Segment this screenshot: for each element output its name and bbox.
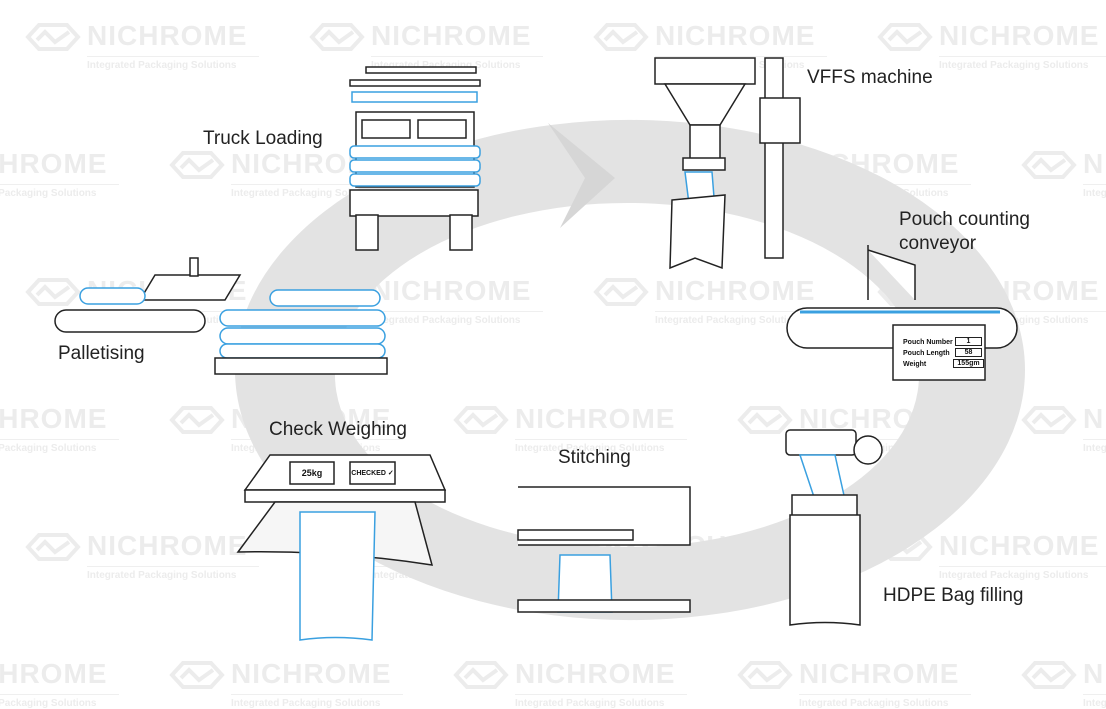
process-cycle-ring	[234, 119, 1025, 621]
truck-illustration	[349, 66, 481, 251]
cycle-arrow-icon	[548, 123, 615, 228]
panel-value: 1	[955, 337, 982, 346]
vffs-machine-illustration	[654, 57, 801, 270]
scale-weight-display: 25kg	[301, 468, 323, 478]
hdpe-bag-filling-illustration	[785, 429, 883, 626]
panel-value: 58	[955, 348, 982, 357]
panel-value: 155gm	[953, 359, 984, 368]
panel-label: Weight	[903, 361, 927, 368]
label-check-weighing: Check Weighing	[269, 419, 408, 440]
label-vffs-machine: VFFS machine	[807, 67, 933, 88]
check-weighing-illustration	[236, 454, 447, 641]
stitching-machine-illustration	[517, 486, 691, 613]
pouch-counting-conveyor-illustration	[786, 245, 1018, 381]
label-palletising: Palletising	[58, 343, 145, 364]
label-stitching: Stitching	[558, 447, 631, 468]
label-truck-loading: Truck Loading	[203, 128, 323, 149]
panel-label: Pouch Length	[903, 350, 950, 357]
palletising-illustration	[54, 257, 388, 375]
label-hdpe-bag-filling: HDPE Bag filling	[883, 585, 1024, 606]
label-pouch-counting-conveyor: Pouch counting conveyor	[899, 209, 1030, 254]
scale-status-display: CHECKED ✓	[351, 470, 394, 477]
panel-label: Pouch Number	[903, 339, 953, 346]
